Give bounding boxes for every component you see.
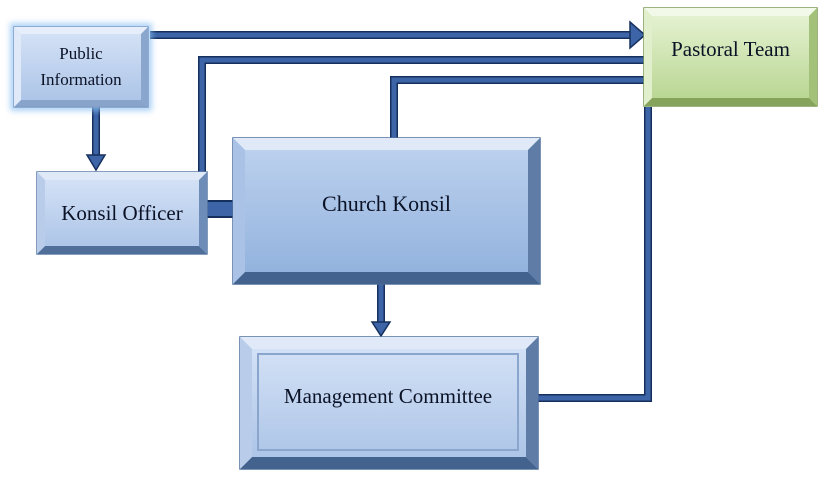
- management-inner-frame: [257, 353, 519, 451]
- arrow-head-management: [370, 321, 392, 338]
- node-konsil-officer: [36, 171, 208, 255]
- connector-management-to-pastoral: [538, 107, 652, 402]
- node-pastoral-team: [643, 7, 818, 107]
- node-management-committee: [239, 336, 539, 470]
- node-public-information: [10, 23, 152, 111]
- arrow-head-pastoral: [629, 20, 647, 50]
- arrow-head-officer: [85, 154, 107, 172]
- connector-konsil-to-pastoral: [390, 76, 644, 138]
- node-church-konsil: [232, 137, 541, 285]
